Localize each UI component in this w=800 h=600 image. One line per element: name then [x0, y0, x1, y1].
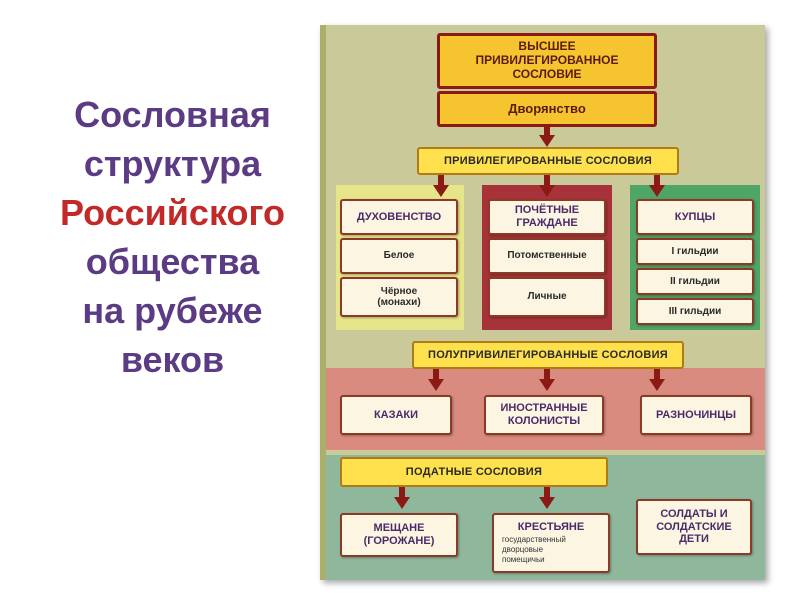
merchants-head: КУПЦЫ	[636, 199, 754, 235]
colonists-box: ИНОСТРАННЫЕ КОЛОНИСТЫ	[484, 395, 604, 435]
title-line-1: Сословная	[74, 94, 271, 135]
taxed-header: ПОДАТНЫЕ СОСЛОВИЯ	[340, 457, 608, 487]
arrow-down-icon	[539, 497, 555, 509]
arrow-stem-4	[654, 175, 660, 187]
soldiers-box: СОЛДАТЫ И СОЛДАТСКИЕ ДЕТИ	[636, 499, 752, 555]
title-line-6: веков	[120, 339, 225, 380]
clergy-black: Чёрное (монахи)	[340, 277, 458, 317]
cossacks-box: КАЗАКИ	[340, 395, 452, 435]
arrow-down-icon	[428, 379, 444, 391]
merchants-guild-2: II гильдии	[636, 268, 754, 295]
peasants-palace: дворцовые	[502, 545, 544, 555]
privileged-header: ПРИВИЛЕГИРОВАННЫЕ СОСЛОВИЯ	[417, 147, 679, 175]
arrow-down-icon	[649, 379, 665, 391]
arrow-stem-2	[438, 175, 444, 187]
arrow-down-icon	[539, 135, 555, 147]
townspeople-box: МЕЩАНЕ (ГОРОЖАНЕ)	[340, 513, 458, 557]
arrow-down-icon	[539, 379, 555, 391]
semi-privileged-header: ПОЛУПРИВИЛЕГИРОВАННЫЕ СОСЛОВИЯ	[412, 341, 684, 369]
citizens-head: ПОЧЁТНЫЕ ГРАЖДАНЕ	[488, 199, 606, 235]
arrow-down-icon	[394, 497, 410, 509]
diagram-frame	[320, 25, 326, 580]
estate-structure-diagram: ВЫСШЕЕ ПРИВИЛЕГИРОВАННОЕ СОСЛОВИЕ Дворян…	[320, 25, 765, 580]
title-line-2: структура	[83, 143, 262, 184]
citizens-hereditary: Потомственные	[488, 238, 606, 274]
arrow-stem-7	[654, 369, 660, 381]
raznochintsy-box: РАЗНОЧИНЦЫ	[640, 395, 752, 435]
arrow-stem-6	[544, 369, 550, 381]
merchants-guild-1: I гильдии	[636, 238, 754, 265]
peasants-box: КРЕСТЬЯНЕ государственный дворцовые поме…	[492, 513, 610, 573]
arrow-stem-3	[544, 175, 550, 187]
title-line-4: общества	[85, 241, 260, 282]
clergy-white: Белое	[340, 238, 458, 274]
merchants-guild-3: III гильдии	[636, 298, 754, 325]
arrow-down-icon	[433, 185, 449, 197]
title-line-5: на рубеже	[82, 290, 263, 331]
arrow-stem-9	[544, 487, 550, 499]
peasants-state: государственный	[502, 535, 566, 545]
peasants-landlord: помещичьи	[502, 555, 545, 565]
title-line-3: Российского	[60, 192, 285, 233]
top-estate-box: ВЫСШЕЕ ПРИВИЛЕГИРОВАННОЕ СОСЛОВИЕ	[437, 33, 657, 89]
arrow-stem-8	[399, 487, 405, 499]
clergy-head: ДУХОВЕНСТВО	[340, 199, 458, 235]
arrow-stem-5	[433, 369, 439, 381]
arrow-stem-1	[544, 127, 550, 137]
citizens-personal: Личные	[488, 277, 606, 317]
arrow-down-icon	[539, 185, 555, 197]
slide-title: Сословная структура Российского общества…	[30, 90, 315, 384]
arrow-down-icon	[649, 185, 665, 197]
nobility-box: Дворянство	[437, 91, 657, 127]
peasants-head: КРЕСТЬЯНЕ	[517, 520, 585, 533]
